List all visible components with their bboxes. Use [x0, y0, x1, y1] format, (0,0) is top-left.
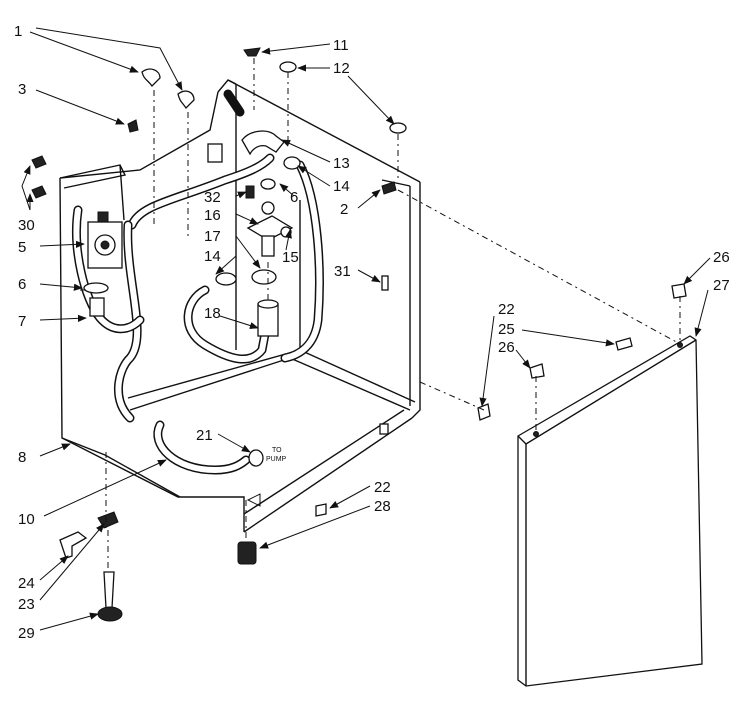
- callout-6b: 6: [290, 189, 298, 206]
- callout-25: 25: [498, 321, 515, 338]
- callout-10: 10: [18, 511, 35, 528]
- leader-arrows: [21, 27, 711, 631]
- callout-13: 13: [333, 155, 350, 172]
- callout-27: 27: [713, 277, 730, 294]
- callout-1: 1: [14, 23, 22, 40]
- hoses: [72, 89, 324, 475]
- callout-7: 7: [18, 313, 26, 330]
- callout-3: 3: [18, 81, 26, 98]
- callout-21: 21: [196, 427, 213, 444]
- projection-lines: [80, 58, 681, 572]
- callout-14b: 14: [204, 248, 221, 265]
- callout-14: 14: [333, 178, 350, 195]
- callout-30: 30: [18, 217, 35, 234]
- callout-6: 6: [18, 276, 26, 293]
- pump-note-line1: TO: [272, 447, 282, 454]
- callout-23: 23: [18, 596, 35, 613]
- callout-22b: 22: [498, 301, 515, 318]
- callout-16: 16: [204, 207, 221, 224]
- callout-31: 31: [334, 263, 351, 280]
- callout-2: 2: [340, 201, 348, 218]
- callout-8: 8: [18, 449, 26, 466]
- callout-18: 18: [204, 305, 221, 322]
- callout-26b: 26: [713, 249, 730, 266]
- callout-28: 28: [374, 498, 391, 515]
- callout-26a: 26: [498, 339, 515, 356]
- callout-22a: 22: [374, 479, 391, 496]
- callout-labels: 1 3 30 5 6 7 8 10 24 23 29 11 12 13 14 6…: [14, 23, 730, 642]
- callout-29: 29: [18, 625, 35, 642]
- pump-note-line2: PUMP: [266, 456, 287, 463]
- cabinet-frame: [59, 79, 421, 533]
- callout-15: 15: [282, 249, 299, 266]
- parts: [31, 47, 687, 622]
- callout-5: 5: [18, 239, 26, 256]
- front-panel: [517, 335, 703, 687]
- callout-32: 32: [204, 189, 221, 206]
- callout-17: 17: [204, 228, 221, 245]
- callout-12: 12: [333, 60, 350, 77]
- callout-24: 24: [18, 575, 35, 592]
- callout-11: 11: [333, 37, 349, 54]
